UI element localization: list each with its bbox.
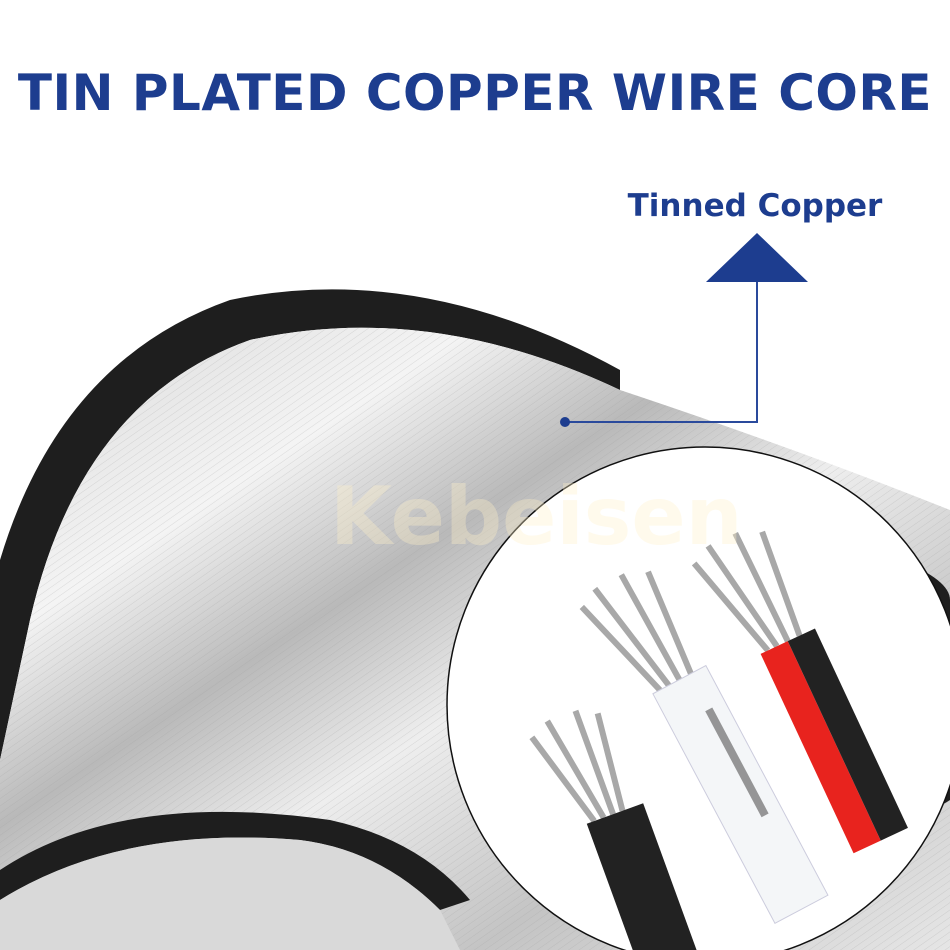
lower-spool-rim <box>0 811 470 910</box>
cable-red-black <box>691 530 908 854</box>
cable-black <box>529 709 698 950</box>
callout-leader-line <box>565 282 758 423</box>
cable-white <box>579 570 829 925</box>
callout-dot <box>560 417 570 427</box>
callout-arrow-icon <box>706 233 808 282</box>
lower-wire-coil <box>0 837 460 950</box>
page-title: TIN PLATED COPPER WIRE CORE <box>17 64 933 122</box>
callout-label: Tinned Copper <box>627 188 883 224</box>
watermark: Kebeisen <box>330 470 743 563</box>
